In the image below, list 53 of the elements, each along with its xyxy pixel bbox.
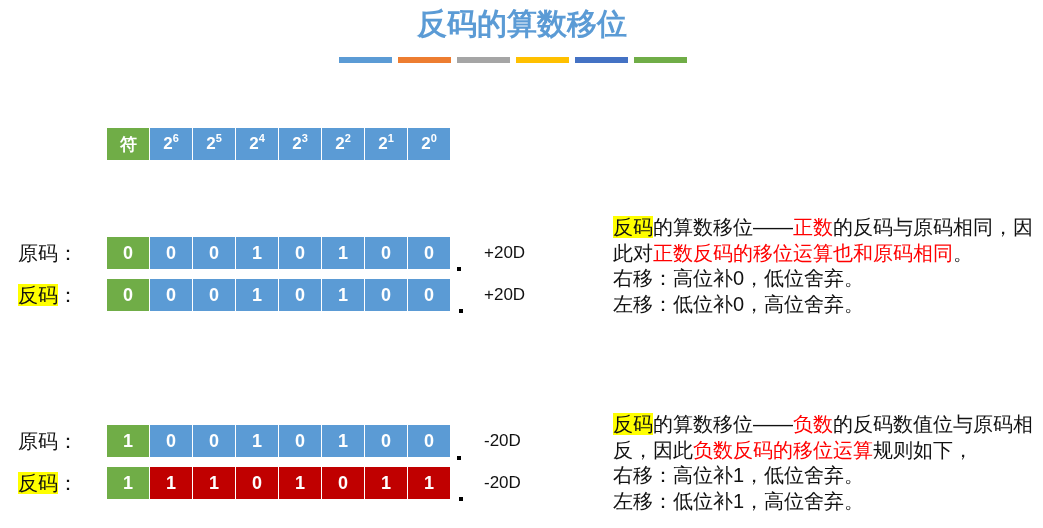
header-cell: 2$^{5}$ xyxy=(193,128,235,160)
header-cell: 2$^{4}$ xyxy=(236,128,278,160)
bit-cell: 0 xyxy=(279,279,321,311)
bit-cell: 1 xyxy=(236,237,278,269)
bit-cell: 1 xyxy=(107,425,149,457)
bit-cell: 0 xyxy=(322,467,364,499)
bit-cell: 0 xyxy=(107,279,149,311)
description-text: 右移：高位补1，低位舍弃。 xyxy=(613,463,866,488)
bit-cell: 0 xyxy=(279,425,321,457)
header-cell: 符 xyxy=(107,128,149,160)
bit-cell: 1 xyxy=(236,279,278,311)
description-text: 左移：低位补1，高位舍弃。 xyxy=(613,489,866,514)
bit-cell: 0 xyxy=(365,237,407,269)
bit-cell: 1 xyxy=(107,467,149,499)
value-label: -20D xyxy=(484,473,521,493)
bit-cell: 1 xyxy=(408,467,450,499)
bit-cell: 0 xyxy=(193,279,235,311)
bit-cell: 0 xyxy=(193,237,235,269)
description-text: 反码的算数移位——负数的反码数值位与原码相反，因此负数反码的移位运算规则如下， xyxy=(613,412,1034,463)
row-label: 原码： xyxy=(18,241,78,266)
bit-cell: 0 xyxy=(236,467,278,499)
bit-cell: 0 xyxy=(365,425,407,457)
bit-cell: 1 xyxy=(322,425,364,457)
bit-cell: 1 xyxy=(365,467,407,499)
bit-cell: 0 xyxy=(408,425,450,457)
bit-cell: 0 xyxy=(107,237,149,269)
bit-cell: 1 xyxy=(150,467,192,499)
header-cell: 2$^{1}$ xyxy=(365,128,407,160)
bit-cell: 1 xyxy=(236,425,278,457)
bit-cell: 0 xyxy=(150,279,192,311)
value-label: +20D xyxy=(484,285,526,305)
bit-cell: 0 xyxy=(365,279,407,311)
bit-cell: 1 xyxy=(193,467,235,499)
bit-cell: 0 xyxy=(150,237,192,269)
header-cell: 2$^{0}$ xyxy=(408,128,450,160)
value-label: +20D xyxy=(484,243,526,263)
header-cell: 2$^{6}$ xyxy=(150,128,192,160)
header-cell: 2$^{3}$ xyxy=(279,128,321,160)
bit-cell: 0 xyxy=(193,425,235,457)
header-cell: 2$^{2}$ xyxy=(322,128,364,160)
bit-cell: 1 xyxy=(322,279,364,311)
bit-cell: 0 xyxy=(408,279,450,311)
title: 反码的算数移位 xyxy=(415,6,628,42)
bit-cell: 0 xyxy=(408,237,450,269)
description-text: 右移：高位补0，低位舍弃。 xyxy=(613,266,866,291)
bit-cell: 0 xyxy=(279,237,321,269)
bit-cell: 0 xyxy=(150,425,192,457)
bit-cell: 1 xyxy=(279,467,321,499)
description-text: 反码的算数移位——正数的反码与原码相同，因此对正数反码的移位运算也和原码相同。 xyxy=(613,215,1034,266)
bit-cell: 1 xyxy=(322,237,364,269)
description-text: 左移：低位补0，高位舍弃。 xyxy=(613,292,866,317)
row-label: 原码： xyxy=(18,429,78,454)
value-label: -20D xyxy=(484,431,521,451)
